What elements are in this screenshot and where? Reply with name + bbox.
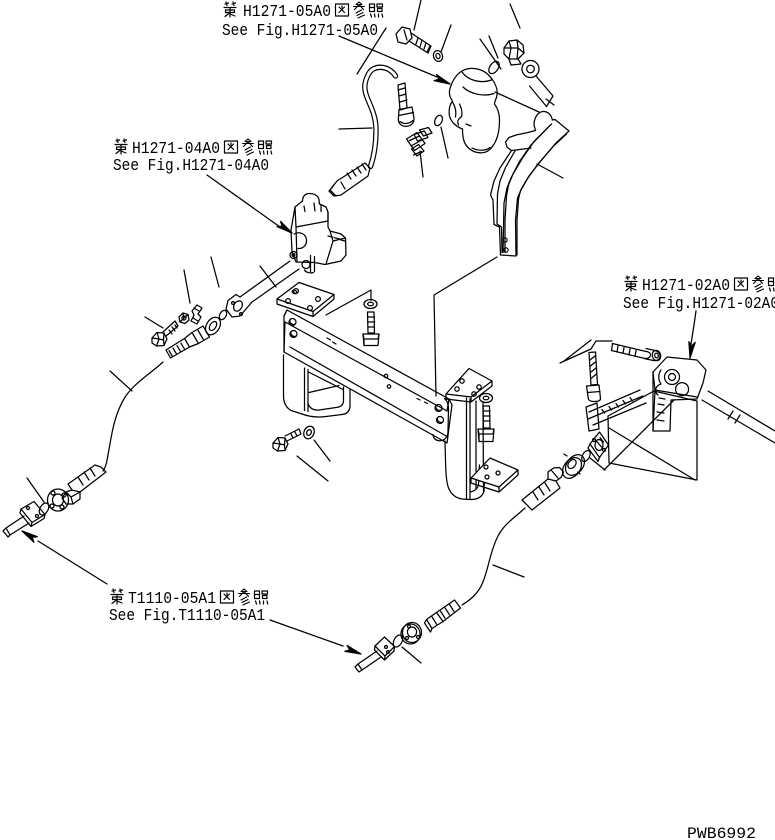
svg-text:See Fig.H1271-04A0: See Fig.H1271-04A0	[113, 157, 269, 176]
svg-text:T1110-05A1: T1110-05A1	[128, 590, 216, 609]
svg-text:See Fig.H1271-05A0: See Fig.H1271-05A0	[222, 22, 378, 41]
svg-text:H1271-05A0: H1271-05A0	[243, 3, 331, 22]
svg-text:H1271-04A0: H1271-04A0	[132, 140, 220, 159]
svg-text:See Fig.H1271-02A0: See Fig.H1271-02A0	[623, 295, 775, 314]
svg-text:PWB6992: PWB6992	[687, 825, 756, 840]
svg-text:H1271-02A0: H1271-02A0	[642, 277, 730, 296]
svg-text:See Fig.T1110-05A1: See Fig.T1110-05A1	[109, 607, 265, 626]
